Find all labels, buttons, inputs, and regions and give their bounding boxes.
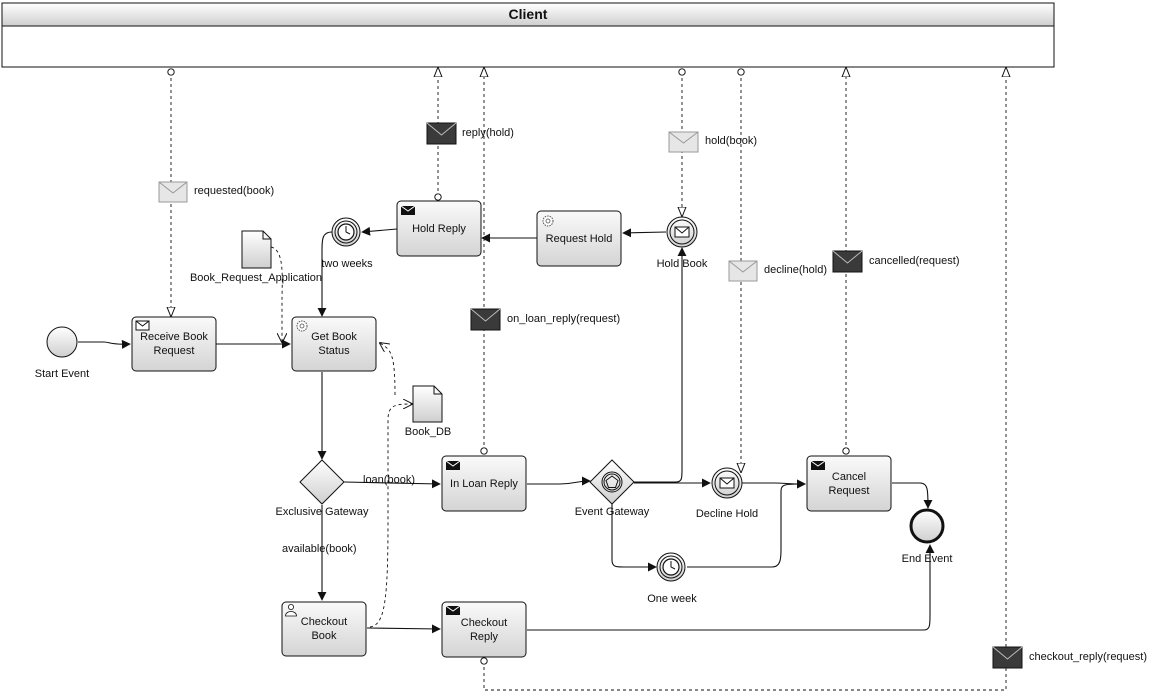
end-event[interactable] [909, 508, 945, 544]
envelope-icon [445, 605, 461, 615]
seq-holdreply-twoweeks[interactable] [361, 226, 398, 236]
seq-cancel-end[interactable] [892, 482, 933, 509]
label-book-request-application: Book_Request_Application [189, 272, 323, 284]
task-checkout-book[interactable] [281, 601, 367, 657]
event-gateway[interactable] [589, 459, 635, 505]
start-event[interactable] [46, 326, 78, 358]
label-exclusive-gateway: Exclusive Gateway [275, 506, 369, 518]
task-cancel-request[interactable] [806, 455, 892, 512]
task-label-checkoutbook: Checkout Book [300, 616, 348, 642]
label-decline-hold: Decline Hold [695, 508, 759, 520]
timer-event-one-week[interactable] [656, 552, 686, 582]
envelope-icon [719, 477, 735, 489]
envelope-icon [674, 226, 690, 238]
label-end-event: End Event [901, 553, 953, 565]
seq-oneweek-cancel[interactable] [687, 479, 806, 568]
label-msg-cancelled: cancelled(request) [869, 255, 960, 267]
label-hold-book: Hold Book [656, 258, 708, 270]
seq-gateway-inloan[interactable] [343, 479, 441, 489]
seq-start-receive[interactable] [78, 339, 131, 349]
label-loan-book: loan(book) [363, 474, 415, 486]
data-object-application[interactable] [241, 230, 272, 269]
envelope-icon [728, 260, 758, 282]
gear-icon [296, 320, 308, 332]
task-label-receive: Receive Book Request [140, 331, 208, 357]
label-msg-hold-book: hold(book) [705, 135, 757, 147]
seq-twoweeks-getstatus[interactable] [317, 231, 333, 317]
seq-checkoutbook-checkoutreply[interactable] [366, 624, 441, 634]
task-label-requesthold: Request Hold [545, 232, 613, 245]
envelope-icon [810, 460, 826, 470]
task-label-inloan: In Loan Reply [450, 477, 518, 490]
task-in-loan-reply[interactable] [441, 455, 527, 512]
label-available-book: available(book) [282, 543, 357, 555]
envelope-icon [992, 646, 1023, 669]
envelope-icon [400, 205, 416, 215]
envelope-icon [470, 308, 501, 331]
message-event-decline-hold[interactable] [711, 467, 743, 499]
label-msg-on-loan-reply: on_loan_reply(request) [507, 313, 621, 325]
task-hold-reply[interactable] [396, 200, 482, 257]
envelope-icon [158, 181, 188, 203]
label-one-week: One week [647, 593, 697, 605]
label-msg-decline-hold: decline(hold) [764, 264, 827, 276]
envelope-icon [135, 320, 150, 331]
envelope-icon [445, 460, 461, 470]
exclusive-gateway[interactable] [299, 459, 345, 505]
assoc-db-in[interactable] [369, 404, 412, 628]
pool-title: Client [508, 6, 548, 22]
label-msg-reply-hold: reply(hold) [462, 127, 514, 139]
client-pool[interactable] [1, 2, 1055, 68]
label-start-event: Start Event [34, 368, 90, 380]
user-icon [285, 604, 297, 617]
seq-checkoutreply-end[interactable] [527, 544, 935, 631]
envelope-icon [668, 131, 699, 153]
assoc-application[interactable] [270, 246, 282, 342]
msgflow-checkout-reply[interactable] [484, 68, 1006, 691]
task-request-hold[interactable] [536, 210, 622, 267]
task-receive-book-request[interactable] [131, 316, 217, 372]
data-object-db[interactable] [412, 385, 443, 423]
seq-inloan-eventgw[interactable] [527, 476, 591, 486]
label-msg-requested: requested(book) [194, 185, 275, 197]
task-label-cancel: Cancel Request [828, 470, 870, 497]
envelope-icon [426, 122, 457, 145]
gear-icon [542, 215, 554, 227]
clock-icon [337, 223, 355, 241]
pentagon-icon [605, 475, 619, 488]
message-event-hold-book[interactable] [666, 216, 698, 248]
label-book-db: Book_DB [404, 426, 452, 438]
label-event-gateway: Event Gateway [574, 506, 650, 518]
seq-eventgw-oneweek[interactable] [611, 504, 657, 572]
task-label-holdreply: Hold Reply [412, 222, 466, 235]
clock-icon [662, 558, 680, 576]
label-two-weeks: two weeks [321, 258, 373, 270]
seq-holdbook-requesthold[interactable] [622, 228, 667, 238]
task-label-getstatus: Get Book Status [311, 331, 357, 357]
task-get-book-status[interactable] [291, 316, 377, 372]
task-label-checkoutreply: Checkout Reply [460, 616, 508, 643]
assoc-db-out[interactable] [380, 343, 396, 396]
task-checkout-reply[interactable] [441, 601, 527, 658]
label-msg-checkout-reply: checkout_reply(request) [1029, 651, 1148, 663]
seq-eventgw-holdbook[interactable] [634, 247, 687, 483]
seq-decline-cancel[interactable] [742, 479, 806, 489]
envelope-icon [832, 250, 863, 273]
timer-event-two-weeks[interactable] [331, 217, 361, 247]
